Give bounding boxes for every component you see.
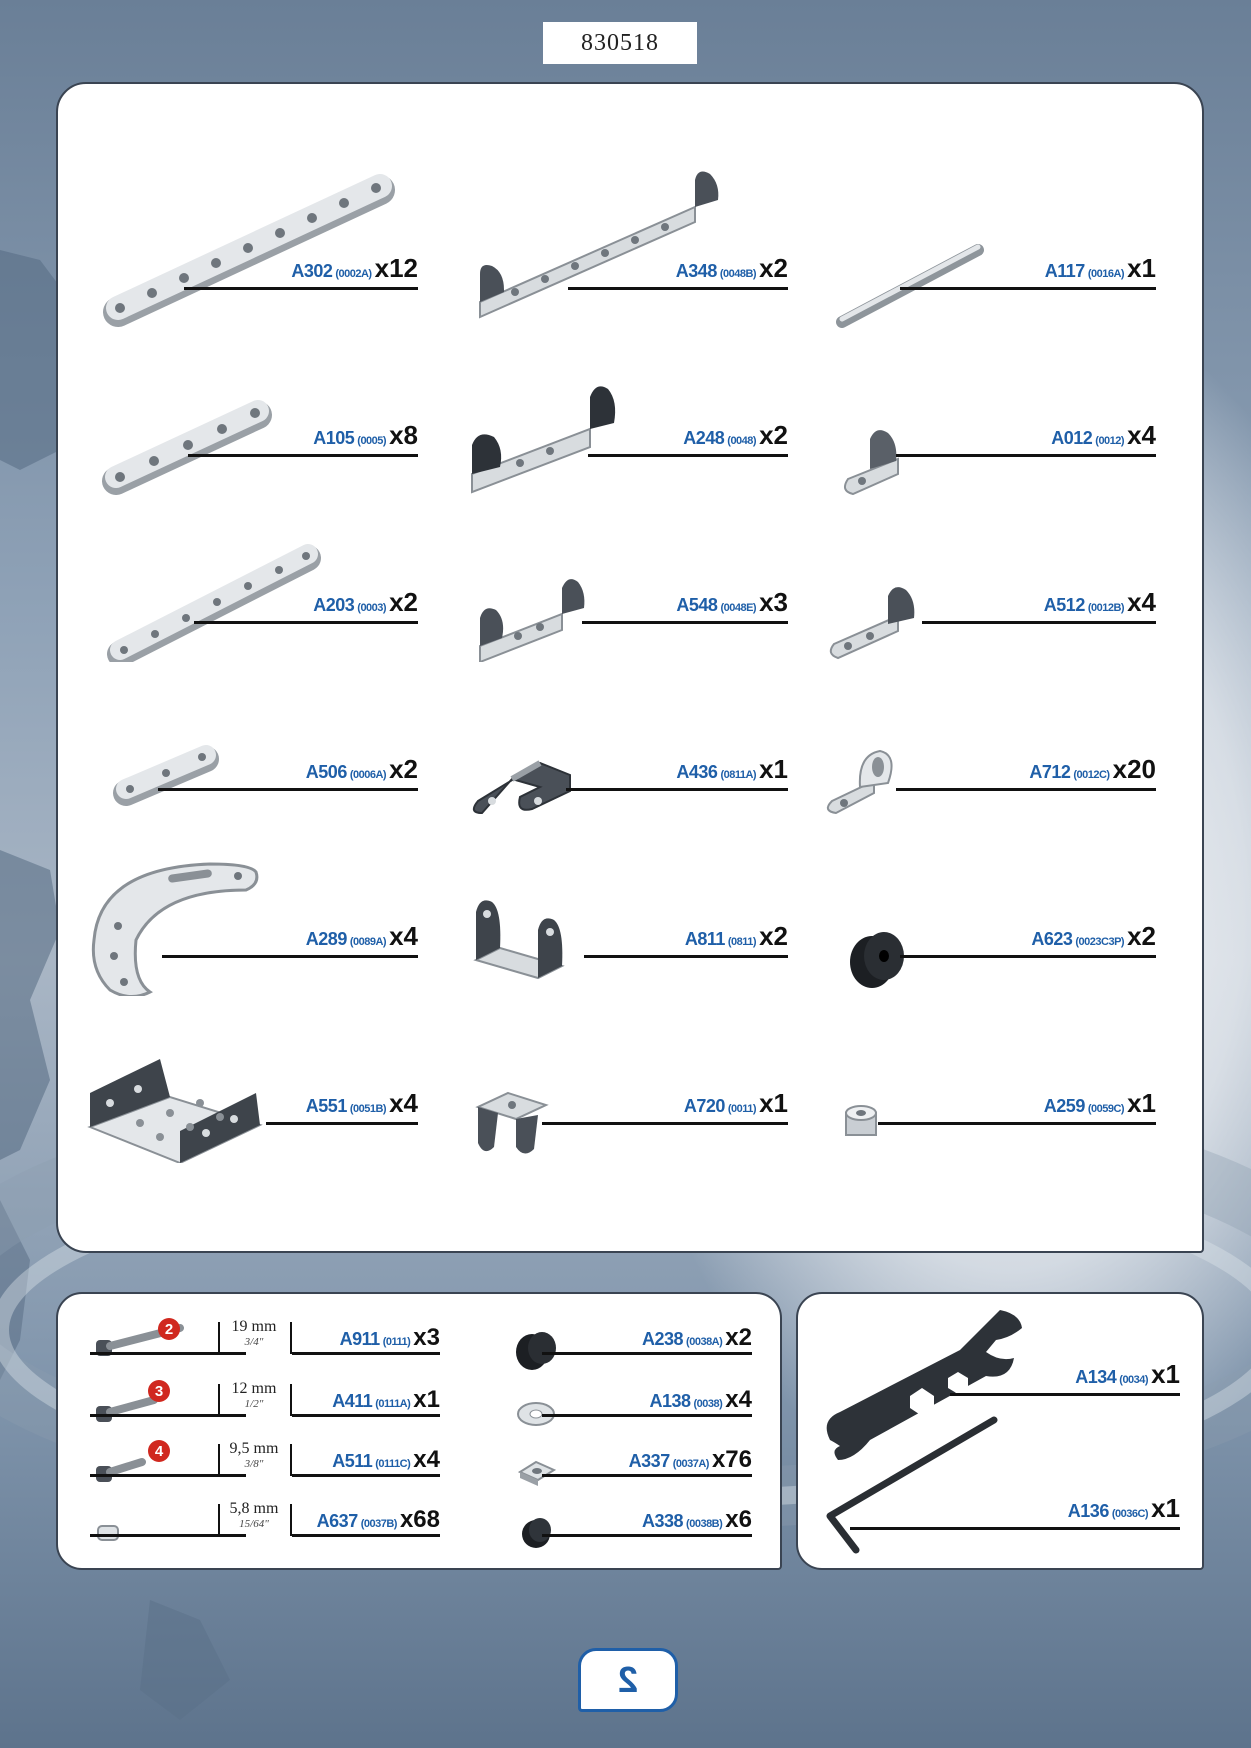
- part-A289: A289(0089A)x4: [50, 830, 418, 996]
- tool-A134: A134(0034)x1: [800, 1322, 1180, 1402]
- flanged-bracket-dark-icon: [471, 386, 616, 494]
- flanged-bracket-long-icon: [479, 171, 719, 319]
- grub-screw-icon: [97, 1525, 119, 1541]
- flanged-plate-icon: [87, 1059, 263, 1163]
- spacer-icon: [522, 1518, 551, 1548]
- washer-icon: [517, 1402, 555, 1426]
- small-u-bracket-icon: [475, 1091, 549, 1154]
- hardware-row-A138: A138(0038)x4: [512, 1380, 752, 1440]
- step-badge: 2: [158, 1318, 180, 1340]
- perforated-strip-5-icon: [102, 400, 272, 495]
- angle-bracket-icon: [843, 430, 899, 495]
- hardware-panel: [56, 1292, 782, 1570]
- part-A548: A548(0048E)x3: [420, 496, 788, 662]
- part-A203: A203(0003)x2: [50, 496, 418, 662]
- part-A811: A811(0811)x2: [420, 830, 788, 996]
- part-A302: A302(0002A)x12: [50, 162, 418, 328]
- part-A712: A712(0012C)x20: [788, 663, 1156, 829]
- part-A506: A506(0006A)x2: [50, 663, 418, 829]
- perforated-strip-7-icon: [107, 544, 321, 662]
- collar-icon: [845, 1105, 877, 1136]
- part-A551: A551(0051B)x4: [50, 997, 418, 1163]
- parts-panel: [56, 82, 1204, 1253]
- part-A623: A623(0023C3P)x2: [788, 830, 1156, 996]
- hex-key-icon: [826, 1416, 998, 1554]
- coupling-icon: [516, 1332, 556, 1370]
- step-badge: 4: [148, 1440, 170, 1462]
- hardware-row-A337: A337(0037A)x76: [512, 1440, 752, 1500]
- wrench-icon: [826, 1310, 1022, 1460]
- flanged-bracket-short-icon: [479, 579, 585, 662]
- bolt-short-icon: [96, 1458, 146, 1482]
- axle-rod-icon: [836, 244, 984, 328]
- part-A248: A248(0048)x2: [420, 329, 788, 495]
- perforated-strip-3-icon: [113, 745, 219, 806]
- document-code: 830518: [543, 22, 697, 64]
- part-A117: A117(0016A)x1: [788, 162, 1156, 328]
- page-number: 2: [578, 1648, 678, 1712]
- square-nut-icon: [517, 1460, 557, 1486]
- part-A259: A259(0059C)x1: [788, 997, 1156, 1163]
- bolt-medium-icon: [96, 1396, 158, 1422]
- part-A105: A105(0005)x8: [50, 329, 418, 495]
- hardware-row-A338: A338(0038B)x6: [512, 1500, 752, 1560]
- double-bent-clip-icon: [472, 760, 571, 815]
- part-A012: A012(0012)x4: [788, 329, 1156, 495]
- part-A512: A512(0012B)x4: [788, 496, 1156, 662]
- part-A348: A348(0048B)x2: [420, 162, 788, 328]
- perforated-strip-long-icon: [103, 174, 395, 327]
- tool-A136: A136(0036C)x1: [800, 1456, 1180, 1536]
- curved-strip-icon: [91, 862, 259, 996]
- part-A720: A720(0011)x1: [420, 997, 788, 1163]
- angle-bracket-long-icon: [829, 587, 915, 660]
- rubber-pulley-icon: [850, 932, 904, 988]
- slotted-angle-icon: [826, 749, 893, 815]
- part-A436: A436(0811A)x1: [420, 663, 788, 829]
- step-badge: 3: [148, 1380, 170, 1402]
- u-bracket-icon: [473, 900, 565, 980]
- hardware-row-A238: A238(0038A)x2: [512, 1318, 752, 1378]
